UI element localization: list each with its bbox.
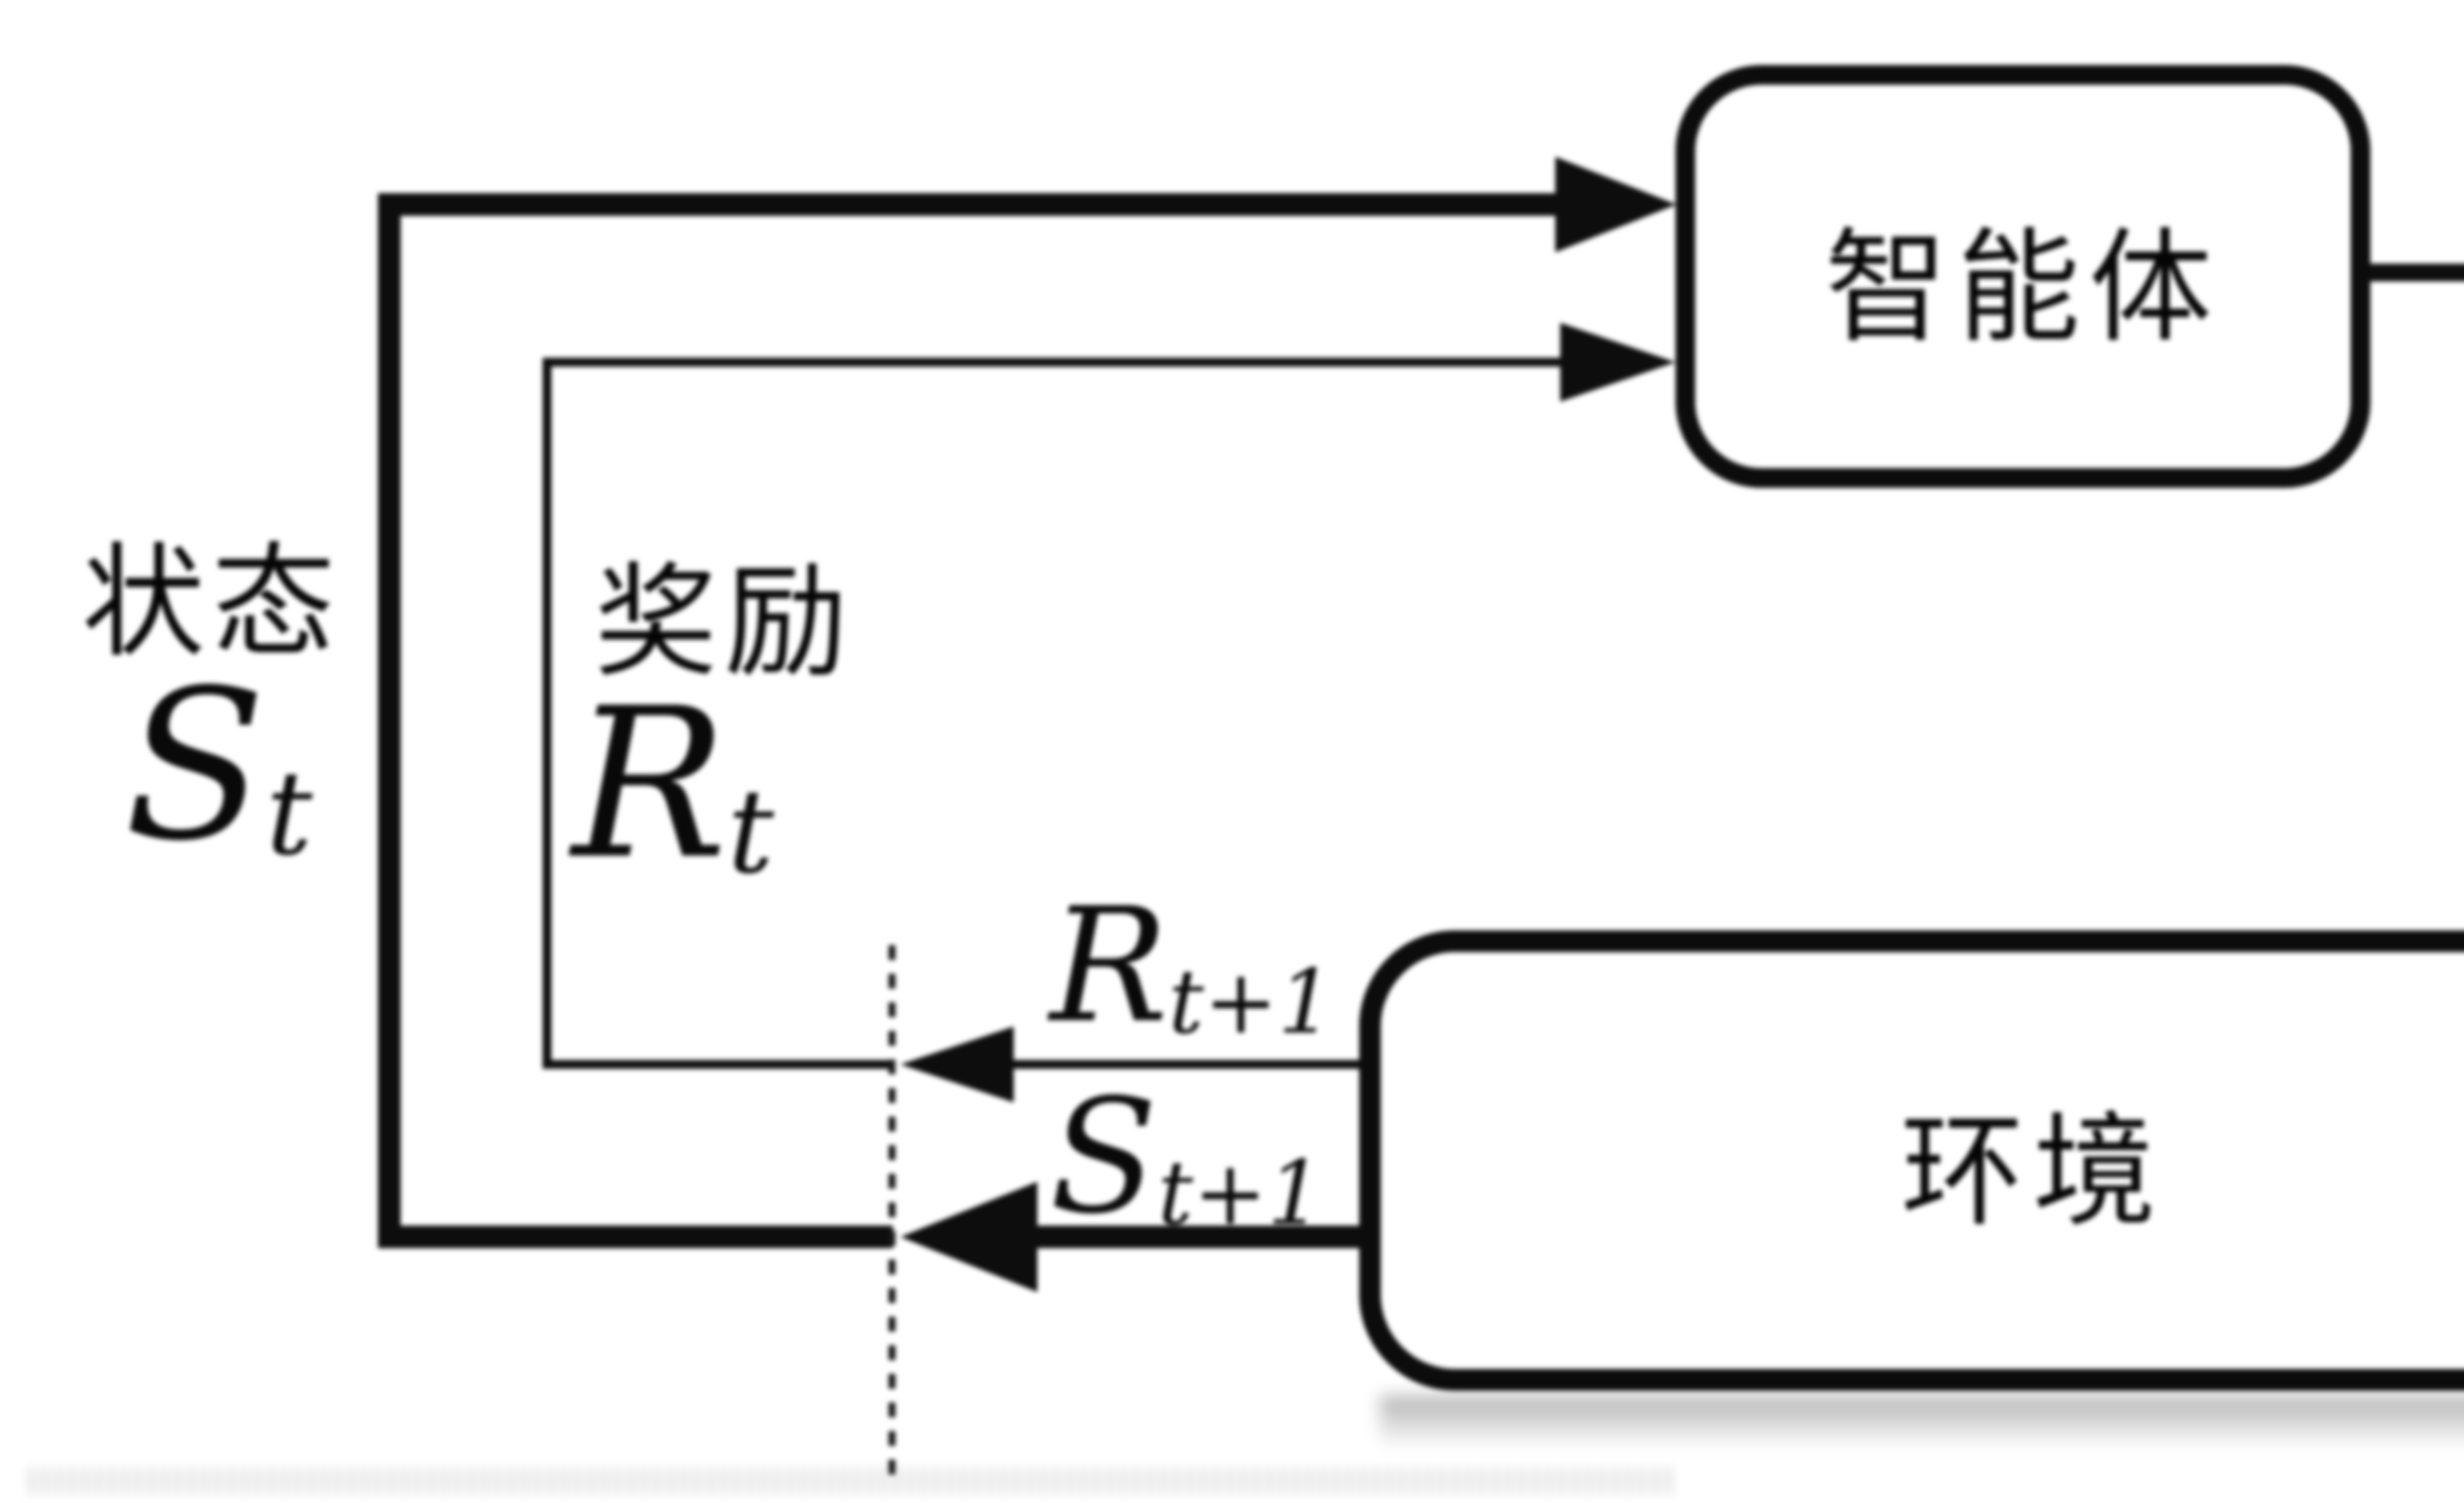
reward-line-bottom-right bbox=[1013, 1060, 1370, 1069]
state-line-vertical bbox=[378, 193, 401, 1248]
state-into-agent-arrowhead bbox=[1555, 157, 1677, 252]
environment-box: 环境 bbox=[1359, 930, 2464, 1391]
state-line-bottom-left bbox=[378, 1226, 893, 1248]
reward-line-vertical bbox=[543, 358, 551, 1069]
state-next-symbol: St+1 bbox=[1050, 1065, 1324, 1249]
reward-next-symbol: Rt+1 bbox=[1050, 874, 1335, 1058]
env-box-bottom-blur-halo bbox=[1380, 1396, 2464, 1449]
agent-box-label: 智能体 bbox=[1825, 216, 2221, 359]
state-next-arrowhead bbox=[900, 1182, 1037, 1292]
reward-symbol: Rt bbox=[572, 664, 774, 905]
cropped-caption-smudge bbox=[30, 1468, 1676, 1494]
state-label: 状态 bbox=[82, 531, 342, 674]
reward-line-top bbox=[543, 358, 1566, 367]
state-symbol: St bbox=[124, 646, 313, 887]
agent-box: 智能体 bbox=[1676, 65, 2370, 488]
reward-line-bottom-left bbox=[543, 1060, 893, 1069]
environment-box-label: 环境 bbox=[1901, 1100, 2165, 1243]
time-boundary-dashed-line bbox=[889, 945, 895, 1476]
reward-into-agent-arrowhead bbox=[1560, 323, 1676, 402]
reward-label: 奖励 bbox=[594, 550, 855, 694]
reward-next-arrowhead bbox=[900, 1026, 1014, 1102]
action-line-top bbox=[2356, 264, 2464, 281]
state-line-bottom-right bbox=[1035, 1226, 1370, 1248]
state-line-top bbox=[378, 193, 1566, 216]
